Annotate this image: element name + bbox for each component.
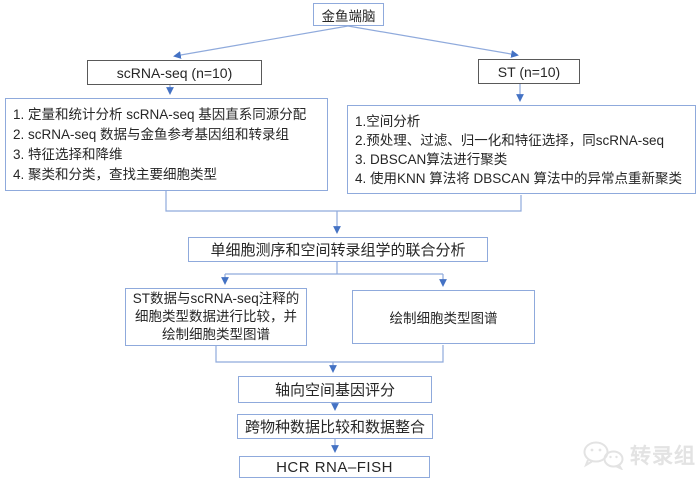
node-st: ST (n=10) [478, 59, 580, 84]
connector-steps-merge [165, 191, 522, 212]
step-line: 3. 特征选择和降维 [13, 146, 123, 162]
node-axial-spatial-gene-scoring: 轴向空间基因评分 [238, 376, 432, 403]
step-line: 2. scRNA-seq 数据与金鱼参考基因组和转录组 [13, 126, 290, 142]
watermark: 转录组 [582, 440, 696, 470]
node-label: 金鱼端脑 [321, 8, 376, 24]
step-line: 3. DBSCAN算法进行聚类 [355, 151, 508, 167]
node-label: HCR RNA–FISH [276, 458, 393, 476]
step-line: 4. 使用KNN 算法将 DBSCAN 算法中的异常点重新聚类 [355, 170, 683, 186]
node-label: 绘制细胞类型图谱 [389, 311, 498, 326]
watermark-text: 转录组 [630, 445, 696, 468]
node-label-line: 绘制细胞类型图谱 [162, 327, 270, 342]
node-joint-analysis: 单细胞测序和空间转录组学的联合分析 [188, 237, 488, 262]
step-line: 2.预处理、过滤、归一化和特征选择，同scRNA-seq [355, 132, 665, 148]
node-label: ST (n=10) [497, 63, 561, 80]
step-line: 1.空间分析 [355, 113, 421, 129]
node-label: 轴向空间基因评分 [274, 382, 395, 399]
node-label: scRNA-seq (n=10) [116, 64, 233, 81]
node-goldfish-telencephalon: 金鱼端脑 [313, 3, 384, 26]
node-label-line: 细胞类型数据进行比较，并 [135, 309, 297, 324]
connector-joint-split [225, 262, 443, 275]
connector-root-to-scrna [173, 25, 349, 59]
node-cell-type-atlas: 绘制细胞类型图谱 [352, 290, 535, 344]
node-label-line: ST数据与scRNA-seq注释的 [132, 291, 300, 306]
connector-compare-atlas-merge [215, 345, 444, 363]
wechat-icon [583, 441, 624, 470]
step-line: 4. 聚类和分类，查找主要细胞类型 [13, 166, 218, 182]
node-label: 跨物种数据比较和数据整合 [244, 419, 425, 436]
node-st-scrna-comparison: ST数据与scRNA-seq注释的 细胞类型数据进行比较，并 绘制细胞类型图谱 [125, 288, 307, 346]
node-st-analysis-steps: 1.空间分析 2.预处理、过滤、归一化和特征选择，同scRNA-seq 3. D… [347, 105, 696, 194]
node-label: 单细胞测序和空间转录组学的联合分析 [210, 242, 466, 259]
step-line: 1. 定量和统计分析 scRNA-seq 基因直系同源分配 [13, 106, 307, 122]
node-hcr-rna-fish: HCR RNA–FISH [239, 456, 430, 478]
connector-root-to-st [347, 25, 519, 58]
node-cross-species-comparison: 跨物种数据比较和数据整合 [237, 414, 433, 439]
node-scrna-analysis-steps: 1. 定量和统计分析 scRNA-seq 基因直系同源分配 2. scRNA-s… [5, 98, 328, 191]
node-scrna-seq: scRNA-seq (n=10) [87, 60, 262, 85]
